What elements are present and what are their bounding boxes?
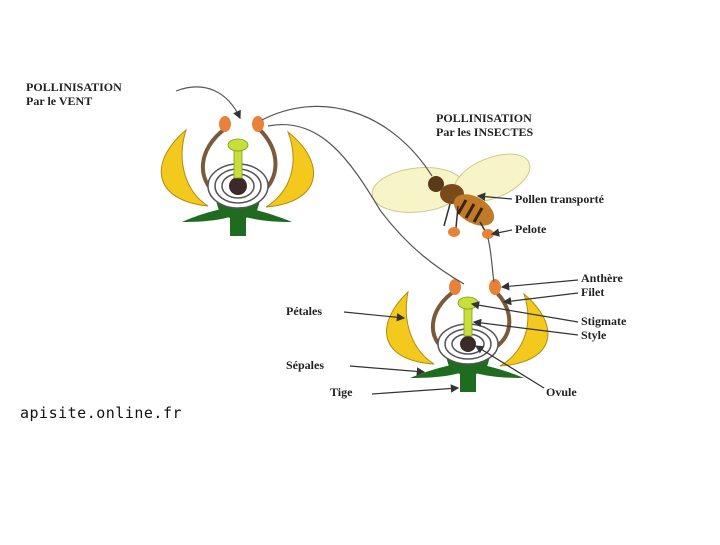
- label-ovule: Ovule: [546, 385, 577, 399]
- upper-receptacle: [214, 194, 262, 236]
- upper-anther-left: [219, 116, 231, 132]
- lower-petal-left: [386, 290, 435, 365]
- lower-anther-left: [449, 279, 461, 295]
- lower-anther-right: [489, 279, 501, 295]
- pointer-lines: [343, 192, 579, 395]
- lower-petal-right: [499, 292, 549, 367]
- label-style: Style: [581, 328, 607, 342]
- label-sepales: Sépales: [286, 358, 325, 372]
- label-tige: Tige: [330, 385, 353, 399]
- insect-title-line2: Par les INSECTES: [436, 125, 534, 139]
- bee-head: [428, 176, 444, 192]
- label-pollen-transporte: Pollen transporté: [515, 192, 604, 206]
- pollen-paths: [175, 86, 495, 285]
- site-watermark: apisite.online.fr: [20, 404, 183, 422]
- label-anthere: Anthère: [581, 271, 623, 285]
- upper-petal-left: [160, 128, 209, 207]
- insect-title-line1: POLLINISATION: [436, 111, 532, 125]
- label-petales: Pétales: [286, 304, 322, 318]
- lower-receptacle: [444, 350, 492, 392]
- wind-title-line2: Par le VENT: [26, 94, 93, 108]
- lower-flower: [386, 279, 549, 392]
- label-pelote: Pelote: [515, 222, 547, 236]
- upper-flower: [160, 116, 314, 236]
- bee-to-lower-curve: [487, 237, 495, 283]
- upper-anther-right: [252, 116, 264, 132]
- upper-to-lower-curve: [267, 124, 465, 285]
- upper-ovule: [229, 177, 247, 195]
- bee: [371, 153, 531, 239]
- label-stigmate: Stigmate: [581, 314, 627, 328]
- lower-ovule: [460, 336, 476, 352]
- bee-pollen-basket-left: [448, 227, 460, 237]
- upper-petal-right: [265, 130, 314, 208]
- label-filet: Filet: [581, 285, 605, 299]
- anther-to-bee-curve: [261, 105, 433, 177]
- wind-title-line1: POLLINISATION: [26, 80, 122, 94]
- wind-arrow: [175, 86, 241, 120]
